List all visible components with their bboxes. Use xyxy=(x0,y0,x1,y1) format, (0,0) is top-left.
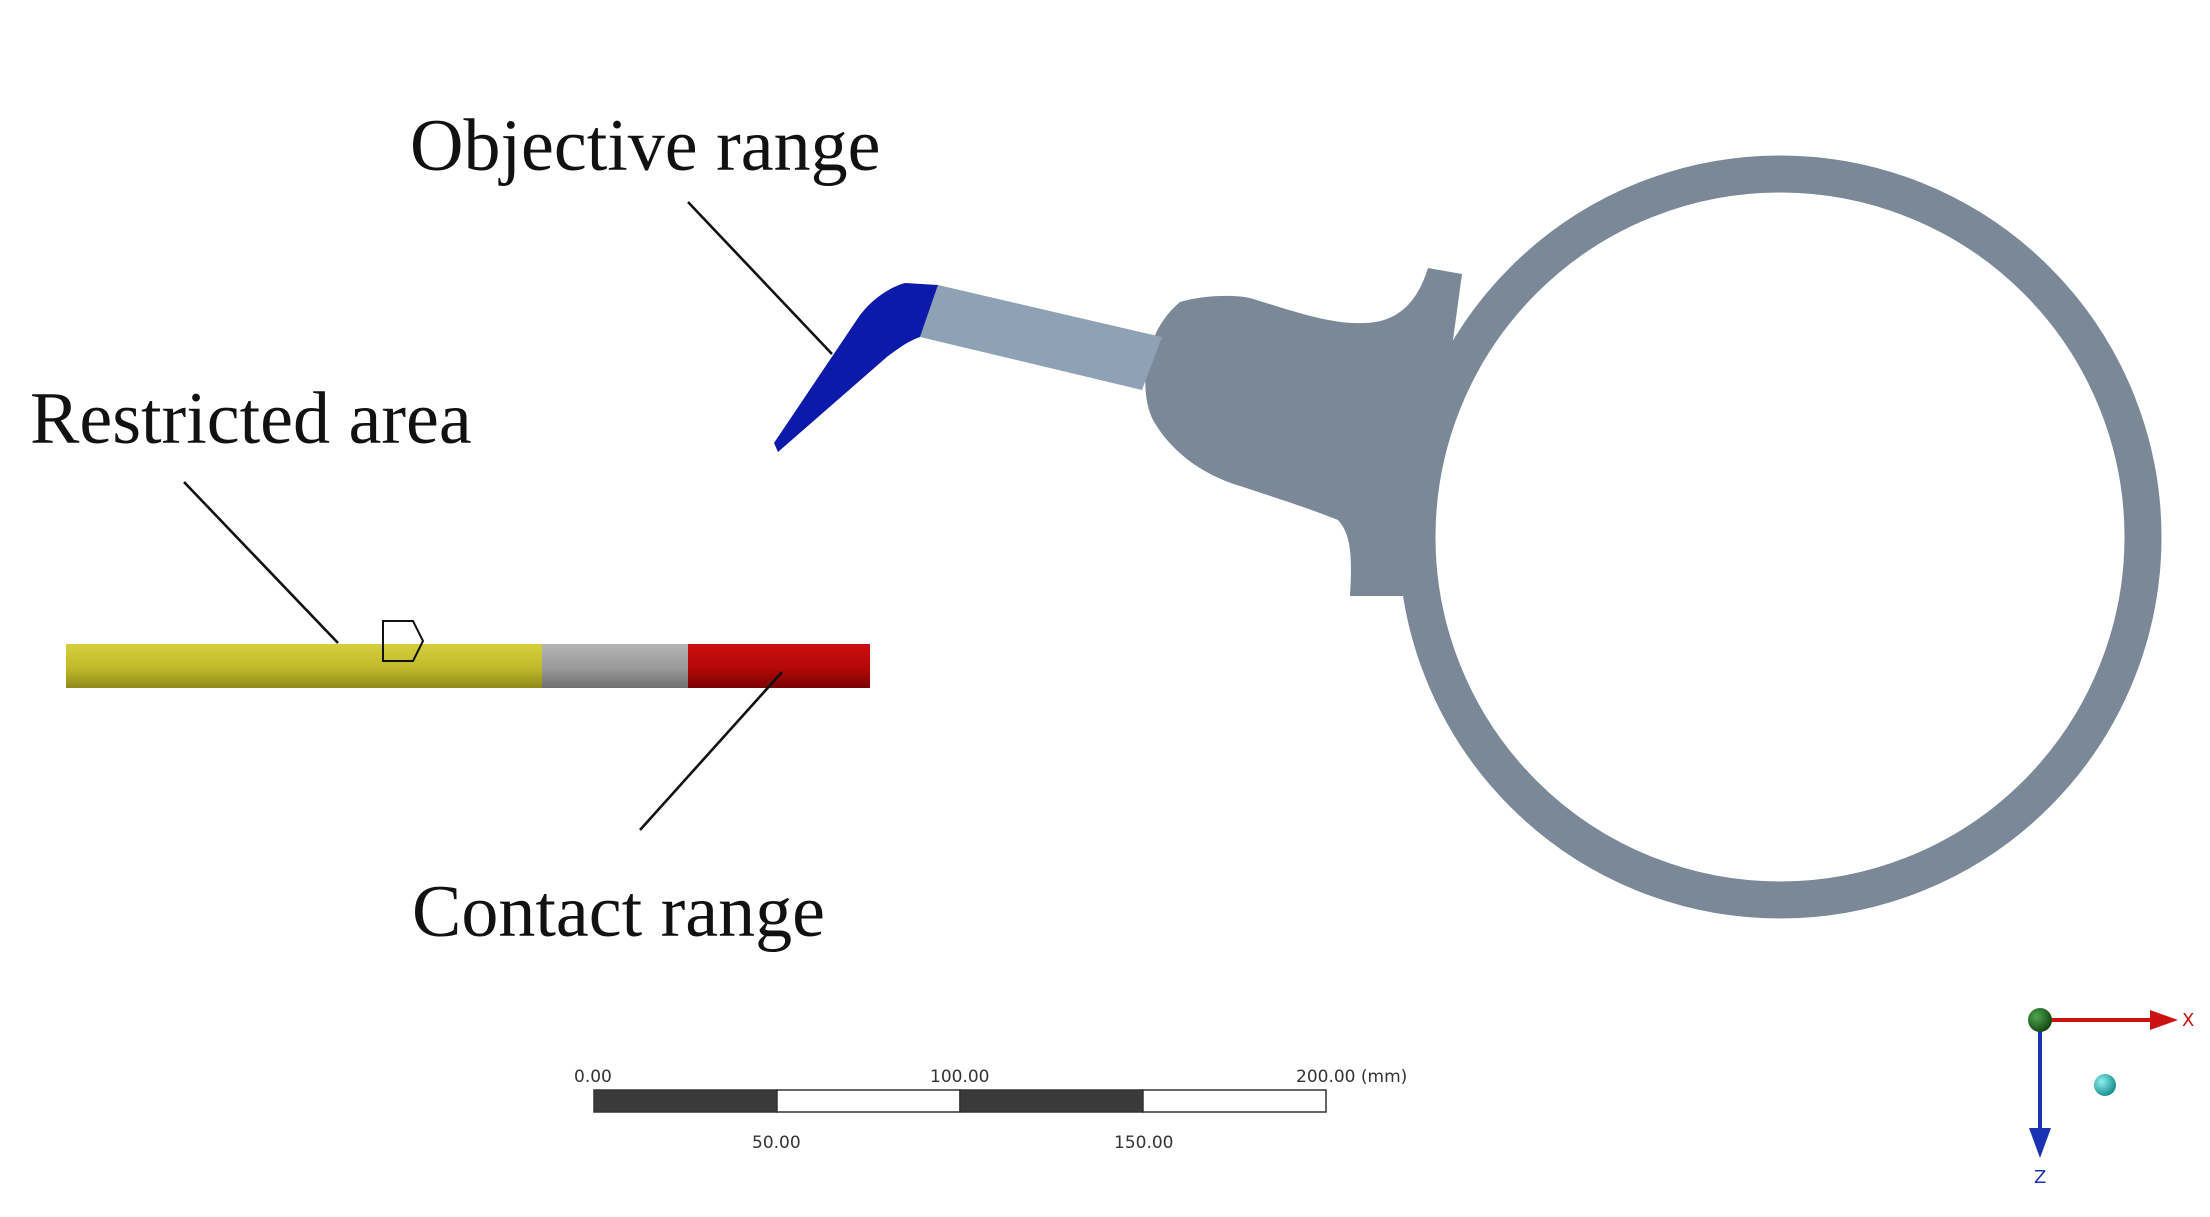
y-axis-dot xyxy=(2028,1008,2052,1032)
leader-objective xyxy=(687,201,833,355)
leader-restricted xyxy=(183,481,339,644)
x-axis-arrow xyxy=(2150,1010,2178,1030)
objective-range-label: Objective range xyxy=(410,105,881,187)
leader-contact xyxy=(639,671,783,831)
x-axis-label: X xyxy=(2182,1010,2194,1031)
restricted-area-label: Restricted area xyxy=(30,378,472,460)
arm-segment xyxy=(920,285,1162,390)
view-sphere xyxy=(2094,1074,2116,1096)
scale-tick-50: 50.00 xyxy=(752,1133,801,1153)
axis-triad: X Z xyxy=(2028,1008,2194,1188)
scale-tick-150: 150.00 xyxy=(1114,1133,1173,1153)
contact-range-segment xyxy=(688,644,870,688)
scale-block-3 xyxy=(959,1089,1144,1113)
bar-assembly xyxy=(66,620,870,688)
middle-segment xyxy=(542,644,688,688)
restricted-area-segment xyxy=(66,644,542,688)
scale-block-4 xyxy=(1142,1089,1327,1113)
z-axis-label: Z xyxy=(2034,1167,2046,1188)
ring-assembly xyxy=(774,155,2162,919)
objective-range-tip xyxy=(774,283,938,452)
scale-tick-0: 0.00 xyxy=(574,1067,612,1087)
contact-range-label: Contact range xyxy=(412,871,825,953)
outer-ring xyxy=(1398,155,2162,919)
hub-body xyxy=(1145,268,1462,596)
marker-icon xyxy=(382,620,425,662)
scale-block-2 xyxy=(776,1089,961,1113)
z-axis-arrow xyxy=(2029,1128,2051,1158)
scale-tick-200: 200.00 (mm) xyxy=(1296,1067,1407,1087)
scale-block-1 xyxy=(593,1089,778,1113)
scale-bar: 0.00 100.00 200.00 (mm) 50.00 150.00 xyxy=(574,1067,1407,1153)
scale-tick-100: 100.00 xyxy=(930,1067,989,1087)
